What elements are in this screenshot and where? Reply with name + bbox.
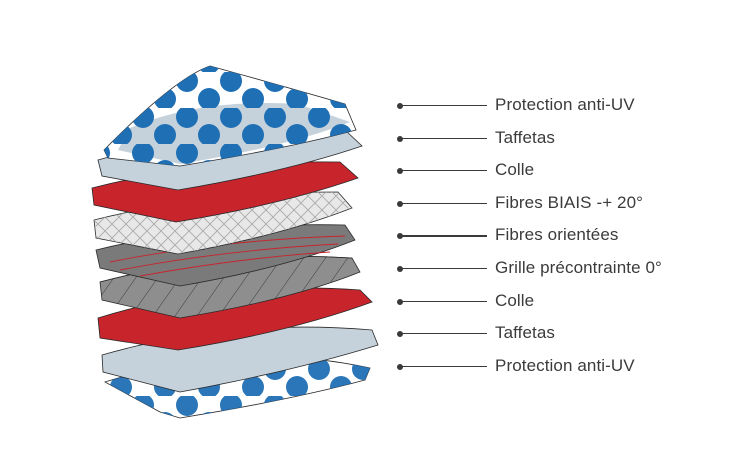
label-row: Taffetas bbox=[393, 317, 723, 350]
label-row: Protection anti-UV bbox=[393, 350, 723, 383]
leader-dot bbox=[397, 265, 403, 272]
leader-dot bbox=[397, 233, 403, 240]
leader-dot bbox=[397, 103, 403, 109]
label-row: Fibres BIAIS -+ 20° bbox=[393, 187, 723, 220]
leader-dot bbox=[397, 298, 403, 305]
leader-line bbox=[401, 235, 487, 237]
layer-label: Protection anti-UV bbox=[495, 355, 635, 375]
label-row: Colle bbox=[393, 285, 723, 318]
label-row: Protection anti-UV bbox=[393, 89, 723, 122]
layer-label: Taffetas bbox=[495, 323, 556, 343]
leader-dot bbox=[397, 135, 403, 142]
leader-dot bbox=[397, 168, 403, 175]
label-row: Taffetas bbox=[393, 122, 723, 155]
layer-label: Fibres orientées bbox=[495, 225, 619, 245]
layer-label: Fibres BIAIS -+ 20° bbox=[495, 192, 644, 212]
leader-line bbox=[401, 300, 487, 302]
leader-dot bbox=[397, 331, 403, 338]
leader-line bbox=[401, 267, 487, 270]
layer-label: Protection anti-UV bbox=[495, 95, 635, 114]
label-row: Grille précontrainte 0° bbox=[393, 252, 723, 285]
layer-label: Colle bbox=[495, 160, 535, 180]
leader-dot bbox=[397, 363, 403, 370]
leader-line bbox=[401, 365, 487, 368]
leader-line bbox=[401, 202, 487, 205]
layer-protection-anti-uv-top bbox=[103, 65, 357, 167]
layer-label: Colle bbox=[495, 290, 535, 310]
layer-label: Taffetas bbox=[495, 127, 556, 147]
label-row: Colle bbox=[393, 154, 723, 187]
leader-line bbox=[401, 333, 487, 335]
leader-line bbox=[401, 137, 487, 139]
leader-line bbox=[401, 170, 487, 172]
layer-label: Grille précontrainte 0° bbox=[495, 257, 662, 277]
leader-dot bbox=[397, 200, 403, 207]
leader-line bbox=[401, 105, 487, 107]
layer-label-list: Protection anti-UV Taffetas Colle Fibres… bbox=[393, 89, 723, 382]
label-row: Fibres orientées bbox=[393, 219, 723, 252]
